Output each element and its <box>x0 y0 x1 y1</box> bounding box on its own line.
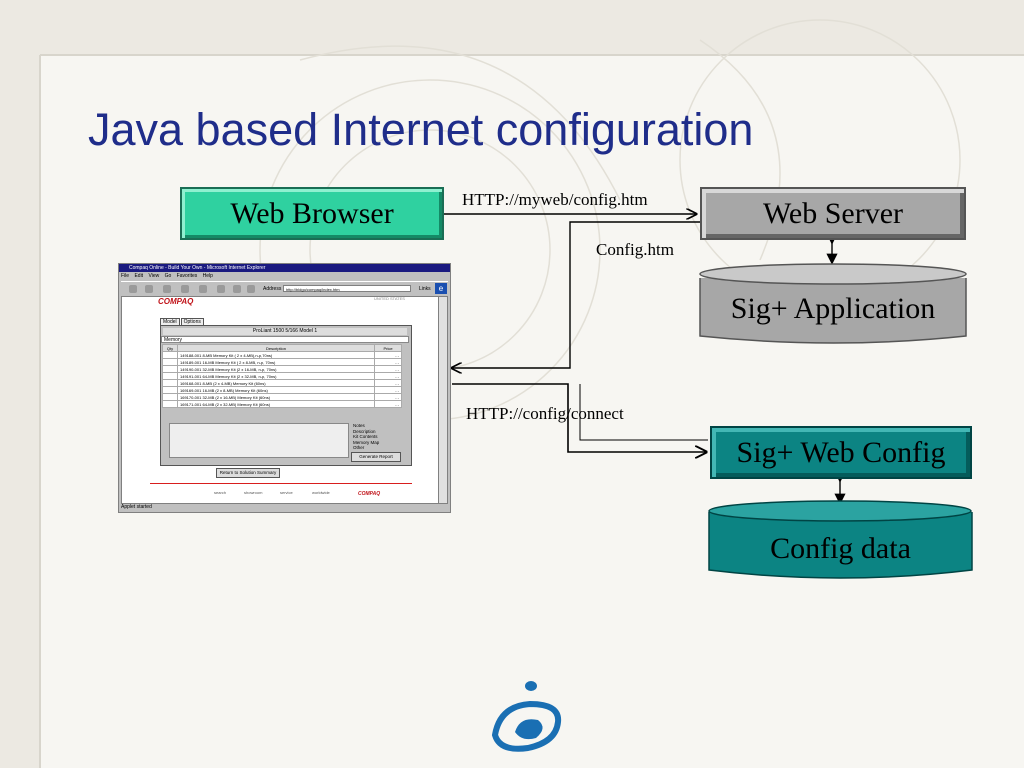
screenshot-toolbar: Address http://bldgo/compaq/index.htm Li… <box>121 281 448 297</box>
footer-divider <box>150 483 412 484</box>
report-option: Description <box>353 428 376 434</box>
back-icon <box>129 285 137 293</box>
favorites-icon <box>233 285 241 293</box>
slide-title: Java based Internet configuration <box>88 104 754 155</box>
edge-request-label: HTTP://myweb/config.htm <box>462 190 648 209</box>
edge-connect-line <box>452 383 706 452</box>
forward-icon <box>145 285 153 293</box>
row-price: - - <box>374 400 402 408</box>
address-field: http://bldgo/compaq/index.htm <box>283 285 411 292</box>
screenshot-window-title: Compaq Online - Build Your Own - Microso… <box>119 264 450 272</box>
screenshot-scrollbar <box>438 296 448 504</box>
row-desc: 169168-001 8-MB (2 x 4-MB) Memory Kit (6… <box>177 379 375 387</box>
table-row: 149188-001 8-MB Memory Kit ( 2 x 4-MB),n… <box>162 351 402 359</box>
screenshot-status: Applet started <box>121 504 152 510</box>
region-label: UNITED STATES <box>374 296 405 301</box>
address-label: Address <box>263 286 282 292</box>
table-row: 149189-001 16-MB Memory Kit ( 2 x 8-MB, … <box>162 358 402 366</box>
screenshot-menu-item: View <box>148 273 160 279</box>
model-name: ProLiant 1500 5/166 Model 1 <box>163 328 407 335</box>
row-price: - - <box>374 351 402 359</box>
compaq-footer-logo: COMPAQ <box>358 491 381 497</box>
web-server-node: Web Server <box>700 187 966 240</box>
screenshot-menu-item: Edit <box>134 273 144 279</box>
report-option: Notes <box>353 423 365 428</box>
screenshot-menu-item: File <box>121 273 130 279</box>
footer-link: search <box>214 490 227 495</box>
table-row: 169169-001 16-MB (2 x 8-MB) Memory Kit (… <box>162 386 402 394</box>
swirl-logo-icon <box>491 681 562 752</box>
links-label: Links <box>419 286 431 292</box>
row-desc: 149188-001 8-MB Memory Kit ( 2 x 4-MB),n… <box>177 351 375 359</box>
edge-connect-label: HTTP://config/connect <box>466 404 624 423</box>
report-option: Other <box>353 445 365 450</box>
column-header: Description <box>177 344 375 352</box>
column-header: Qty <box>162 344 178 352</box>
row-desc: 169170-001 32-MB (2 x 16-MB) Memory Kit … <box>177 393 375 401</box>
table-row: 149191-001 64-MB Memory Kit (2 x 32-MB, … <box>162 372 402 380</box>
row-desc: 149189-001 16-MB Memory Kit ( 2 x 8-MB, … <box>177 358 375 366</box>
row-price: - - <box>374 372 402 380</box>
compaq-logo: COMPAQ <box>158 297 194 306</box>
screenshot-menu-item: Go <box>164 273 172 279</box>
sig-application-cylinder <box>699 263 967 344</box>
edge-response-label: Config.htm <box>596 240 674 259</box>
config-data-label: Config data <box>770 532 911 565</box>
screenshot-menu: File Edit View Go Favorites Help <box>121 273 448 280</box>
notes-textarea <box>169 423 349 458</box>
search-icon <box>217 285 225 293</box>
tab-options: Options <box>180 318 204 326</box>
report-options: Notes Description Kit Contents Memory Ma… <box>353 423 379 451</box>
stop-icon <box>163 285 171 293</box>
browser-screenshot: Compaq Online - Build Your Own - Microso… <box>118 263 451 513</box>
tab-model: Model <box>160 318 180 326</box>
config-data-cylinder <box>708 500 973 579</box>
row-price: - - <box>374 358 402 366</box>
edge-connect-return <box>579 384 708 441</box>
web-browser-node: Web Browser <box>180 187 444 240</box>
options-panel: ProLiant 1500 5/166 Model 1 Memory Qty D… <box>160 325 412 466</box>
table-row: 169170-001 32-MB (2 x 16-MB) Memory Kit … <box>162 393 402 401</box>
memory-table: Qty Description Price 149188-001 8-MB Me… <box>162 344 402 408</box>
table-row: 149190-001 32-MB Memory Kit (2 x 16-MB, … <box>162 365 402 373</box>
row-price: - - <box>374 379 402 387</box>
ie-logo-icon: e <box>435 283 447 294</box>
generate-report-button: Generate Report <box>351 452 401 462</box>
report-option: Memory Map <box>353 439 380 445</box>
table-row: 169168-001 8-MB (2 x 4-MB) Memory Kit (6… <box>162 379 402 387</box>
row-price: - - <box>374 365 402 373</box>
screenshot-menu-item: Favorites <box>176 273 198 279</box>
report-option: Kit Contents <box>353 434 378 439</box>
table-row: 169171-001 64-MB (2 x 32-MB) Memory Kit … <box>162 400 402 408</box>
return-summary-button: Return to Solution Summary <box>216 468 280 478</box>
list-title: Memory <box>161 336 409 343</box>
row-desc: 149191-001 64-MB Memory Kit (2 x 32-MB, … <box>177 372 375 380</box>
home-icon <box>199 285 207 293</box>
print-icon <box>247 285 255 293</box>
sig-web-config-node: Sig+ Web Config <box>710 426 972 479</box>
row-desc: 169171-001 64-MB (2 x 32-MB) Memory Kit … <box>177 400 375 408</box>
row-price: - - <box>374 386 402 394</box>
row-desc: 149190-001 32-MB Memory Kit (2 x 16-MB, … <box>177 365 375 373</box>
refresh-icon <box>181 285 189 293</box>
sig-application-label: Sig+ Application <box>730 292 936 325</box>
screenshot-menu-item: Help <box>202 273 213 279</box>
column-header: Price <box>374 344 402 352</box>
footer-link: service <box>280 490 293 495</box>
edge-response-line <box>452 221 700 368</box>
row-price: - - <box>374 393 402 401</box>
footer-link: worldwide <box>312 490 330 495</box>
row-desc: 169169-001 16-MB (2 x 8-MB) Memory Kit (… <box>177 386 375 394</box>
footer-link: showroom <box>244 490 263 495</box>
